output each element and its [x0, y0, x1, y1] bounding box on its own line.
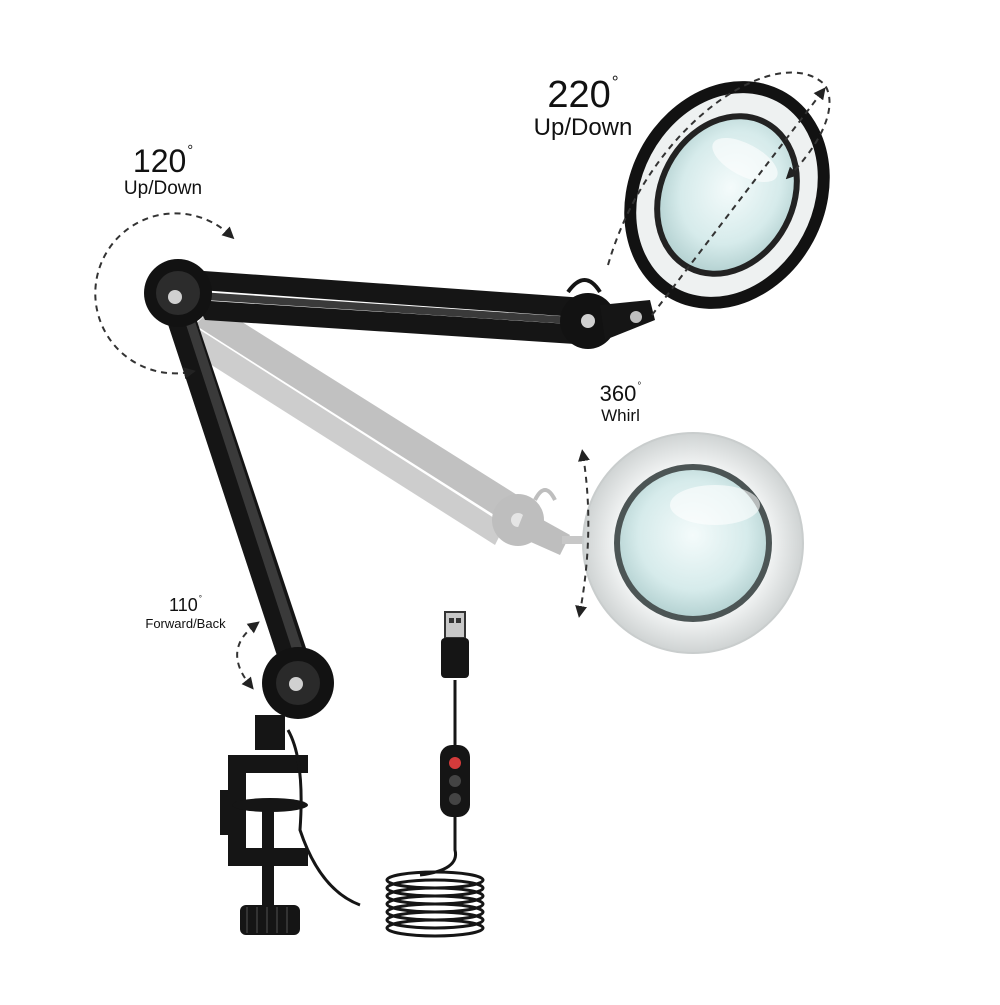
rotation-label-120: 120° Up/Down: [108, 142, 218, 199]
rotation-desc: Up/Down: [533, 114, 633, 141]
head-joint: [560, 278, 655, 349]
degree-symbol: °: [611, 73, 619, 93]
power-cable: [286, 680, 485, 938]
degree-symbol: °: [187, 142, 194, 159]
lower-arm: [160, 300, 315, 680]
degree-symbol: °: [637, 381, 642, 393]
rotation-arrows: [94, 71, 831, 690]
dimmer-controller: [440, 745, 470, 817]
angle-value: 220: [547, 74, 611, 116]
angle-value: 120: [132, 143, 187, 179]
degree-symbol: °: [198, 594, 202, 604]
base-joint: [262, 647, 334, 719]
desk-clamp: [220, 715, 308, 935]
elbow-joint: [144, 259, 212, 327]
usb-plug: [441, 611, 469, 678]
rotation-desc: Forward/Back: [145, 616, 226, 631]
rotation-desc: Whirl: [601, 406, 640, 425]
ghost-magnifier: [582, 432, 804, 654]
power-button-icon: [449, 757, 461, 769]
angle-value: 360: [599, 381, 637, 406]
angle-value: 110: [169, 595, 198, 615]
rotation-label-110: 110° Forward/Back: [128, 594, 243, 631]
ghost-arm: [180, 305, 584, 555]
rotation-label-360: 360° Whirl: [583, 381, 658, 425]
rotation-desc: Up/Down: [123, 178, 203, 199]
rotation-label-220: 220° Up/Down: [518, 73, 648, 141]
upper-arm: [190, 270, 590, 345]
